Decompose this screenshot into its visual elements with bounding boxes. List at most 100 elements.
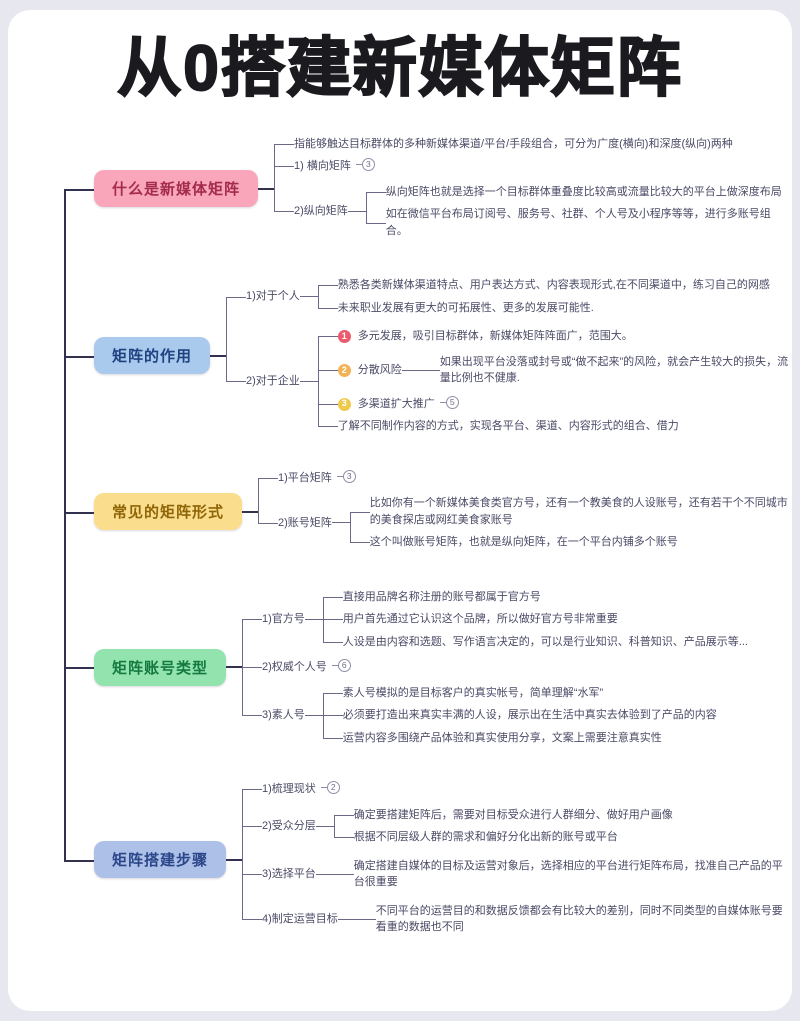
children-group: 确定搭建自媒体的目标及运营对象后，选择相应的平台进行矩阵布局，找准自己产品的平台… [333, 855, 792, 894]
branch-box-4: 矩阵账号类型 [94, 648, 227, 686]
node-text: 了解不同制作内容的方式，实现各平台、渠道、内容形式的组合、借力 [337, 420, 679, 433]
mindmap-node: 如在微信平台布局订阅号、服务号、社群、个人号及小程序等等，进行多账号组合。 [365, 203, 792, 242]
branch-label: 常见的矩阵形式 [112, 504, 225, 522]
mindmap-node: 熟悉各类新媒体渠道特点、用户表达方式、内容表现形式,在不同渠道中，练习自己的网感 [317, 274, 770, 297]
children-group: 1)对于个人 熟悉各类新媒体渠道特点、用户表达方式、内容表现形式,在不同渠道中，练… [226, 271, 792, 441]
mindmap-node: 比如你有一个新媒体美食类官方号，还有一个教美食的人设账号，还有若干个不同城市的美… [349, 492, 792, 532]
leaf-text: 这个叫做账号矩阵，也就是纵向矩阵，在一个平台内铺多个账号 [370, 534, 678, 551]
children-group: 纵向矩阵也就是选择一个目标群体重叠度比较高或流量比较大的平台上做深度布局如在微信… [365, 181, 792, 243]
mindmap-node: 3)选择平台 确定搭建自媒体的目标及运营对象后，选择相应的平台进行矩阵布局，找准自… [242, 851, 792, 897]
connector-line [210, 354, 227, 357]
node-text: 1)对于个人 [246, 290, 300, 303]
node-text: 3)素人号 [262, 709, 305, 722]
numbered-badge: 2 [337, 363, 351, 377]
node-text: 必须要打造出来真实丰满的人设，展示出在生活中真实去体验到了产品的内容 [342, 709, 717, 722]
leaf-text: 熟悉各类新媒体渠道特点、用户表达方式、内容表现形式,在不同渠道中，练习自己的网感 [338, 277, 770, 294]
circled-number: 3 [342, 469, 356, 483]
circled-number-badge: 6 [331, 659, 351, 673]
node-text: 这个叫做账号矩阵，也就是纵向矩阵，在一个平台内铺多个账号 [369, 536, 678, 549]
node-text: 2)纵向矩阵 [294, 205, 348, 218]
badge-connector-dash [355, 164, 362, 166]
connector-line [242, 510, 259, 513]
node-text: 比如你有一个新媒体美食类官方号，还有一个教美食的人设账号，还有若干个不同城市的美… [369, 497, 788, 526]
connector-line [258, 187, 275, 190]
circled-number-badge: 3 [336, 469, 356, 483]
node-text: 未来职业发展有更大的可拓展性、更多的发展可能性. [337, 301, 594, 314]
node-label: 1)对于个人 [246, 288, 300, 305]
leaf-text: 如果出现平台没落或封号或“做不起来”的风险，就会产生较大的损失，流量比例也不健康… [440, 354, 792, 387]
connector-line [299, 380, 318, 382]
mindmap-node: 这个叫做账号矩阵，也就是纵向矩阵，在一个平台内铺多个账号 [349, 531, 792, 554]
numbered-badge: 1 [337, 330, 351, 344]
node-text: 如在微信平台布局订阅号、服务号、社群、个人号及小程序等等，进行多账号组合。 [385, 208, 771, 237]
mindmap-node: 3)素人号 素人号模拟的是目标客户的真实帐号，简单理解“水军” 必须要打造出来真实丰… [242, 678, 748, 753]
node-label: 2 分散风险 [337, 362, 402, 379]
connector-line [304, 618, 323, 620]
leaf-text: 根据不同层级人群的需求和偏好分化出新的账号或平台 [354, 829, 618, 846]
connector-line [299, 296, 318, 298]
node-text: 纵向矩阵也就是选择一个目标群体重叠度比较高或流量比较大的平台上做深度布局 [385, 185, 782, 198]
leaf-text: 1)平台矩阵 3 [278, 469, 356, 487]
leaf-text: 用户首先通过它认识这个品牌，所以做好官方号非常重要 [343, 611, 618, 628]
node-text: 确定搭建自媒体的目标及运营对象后，选择相应的平台进行矩阵布局，找准自己产品的平台… [353, 859, 783, 889]
circled-number: 2 [326, 781, 340, 795]
leaf-text: 指能够触达目标群体的多种新媒体渠道/平台/手段组合，可分为广度(横向)和深度(纵… [294, 136, 733, 153]
badge-connector-dash [331, 665, 338, 667]
mindmap-node: 纵向矩阵也就是选择一个目标群体重叠度比较高或流量比较大的平台上做深度布局 [365, 181, 792, 204]
leaf-text: 2)权威个人号 6 [262, 659, 351, 676]
mindmap-node: 1)平台矩阵 3 [258, 467, 792, 490]
node-text: 1)平台矩阵 [278, 471, 332, 484]
mindmap-node: 2)受众分层确定要搭建矩阵后，需要对目标受众进行人群细分、做好用户画像根据不同层… [242, 800, 792, 852]
connector-line [226, 858, 243, 861]
branch-label: 矩阵搭建步骤 [112, 852, 209, 870]
branch-box-3: 常见的矩阵形式 [94, 493, 243, 531]
leaf-text: 运营内容多围绕产品体验和真实使用分享，文案上需要注意真实性 [343, 730, 662, 747]
mindmap-node: 如果出现平台没落或封号或“做不起来”的风险，就会产生较大的损失，流量比例也不健康… [419, 351, 792, 390]
node-text: 人设是由内容和选题、写作语言决定的，可以是行业知识、科普知识、产品展示等... [342, 635, 748, 648]
leaf-text: 纵向矩阵也就是选择一个目标群体重叠度比较高或流量比较大的平台上做深度布局 [386, 184, 782, 201]
mindmap-node: 人设是由内容和选题、写作语言决定的，可以是行业知识、科普知识、产品展示等... [322, 630, 748, 654]
circled-number: 6 [337, 659, 351, 673]
connector-line [331, 522, 350, 524]
mindmap-node: 了解不同制作内容的方式，实现各平台、渠道、内容形式的组合、借力 [317, 415, 792, 438]
node-text: 素人号模拟的是目标客户的真实帐号，简单理解“水军” [342, 686, 604, 699]
node-text: 分散风险 [357, 363, 402, 376]
node-text: 2)权威个人号 [262, 661, 327, 674]
node-label: 2)受众分层 [262, 818, 316, 835]
node-text: 2)对于企业 [246, 375, 300, 388]
mindmap-node: 1)对于个人 熟悉各类新媒体渠道特点、用户表达方式、内容表现形式,在不同渠道中，练… [226, 271, 792, 323]
connector-line [226, 666, 243, 669]
mindmap-node: 指能够触达目标群体的多种新媒体渠道/平台/手段组合，可分为广度(横向)和深度(纵… [274, 133, 792, 156]
node-text: 3)选择平台 [262, 867, 316, 880]
connector-line [337, 918, 356, 920]
badge-connector-dash [320, 787, 327, 789]
children-group: 熟悉各类新媒体渠道特点、用户表达方式、内容表现形式,在不同渠道中，练习自己的网感… [317, 274, 770, 320]
node-label: 2)账号矩阵 [278, 515, 332, 532]
node-text: 用户首先通过它认识这个品牌，所以做好官方号非常重要 [342, 613, 618, 626]
leaf-text: 不同平台的运营目的和数据反馈都会有比较大的差别，同时不同类型的自媒体账号要看重的… [376, 903, 792, 936]
node-label: 2)对于企业 [246, 373, 300, 390]
children-group: 指能够触达目标群体的多种新媒体渠道/平台/手段组合，可分为广度(横向)和深度(纵… [274, 133, 792, 246]
node-text: 不同平台的运营目的和数据反馈都会有比较大的差别，同时不同类型的自媒体账号要看重的… [375, 904, 783, 934]
connector-line [401, 369, 420, 371]
leaf-text: 未来职业发展有更大的可拓展性、更多的发展可能性. [338, 300, 594, 317]
circled-number: 3 [361, 158, 375, 172]
mindmap-node: 4)制定运营目标不同平台的运营目的和数据反馈都会有比较大的差别，同时不同类型的自… [242, 896, 792, 942]
node-text: 熟悉各类新媒体渠道特点、用户表达方式、内容表现形式,在不同渠道中，练习自己的网感 [337, 279, 770, 292]
badge-connector-dash [439, 401, 446, 403]
leaf-text: 素人号模拟的是目标客户的真实帐号，简单理解“水军” [343, 685, 603, 702]
mindmap-branch: 什么是新媒体矩阵 指能够触达目标群体的多种新媒体渠道/平台/手段组合，可分为广度(… [64, 120, 792, 259]
branch-label: 什么是新媒体矩阵 [112, 181, 241, 199]
mindmap-node: 根据不同层级人群的需求和偏好分化出新的账号或平台 [333, 826, 673, 849]
mindmap-node: 未来职业发展有更大的可拓展性、更多的发展可能性. [317, 296, 770, 320]
